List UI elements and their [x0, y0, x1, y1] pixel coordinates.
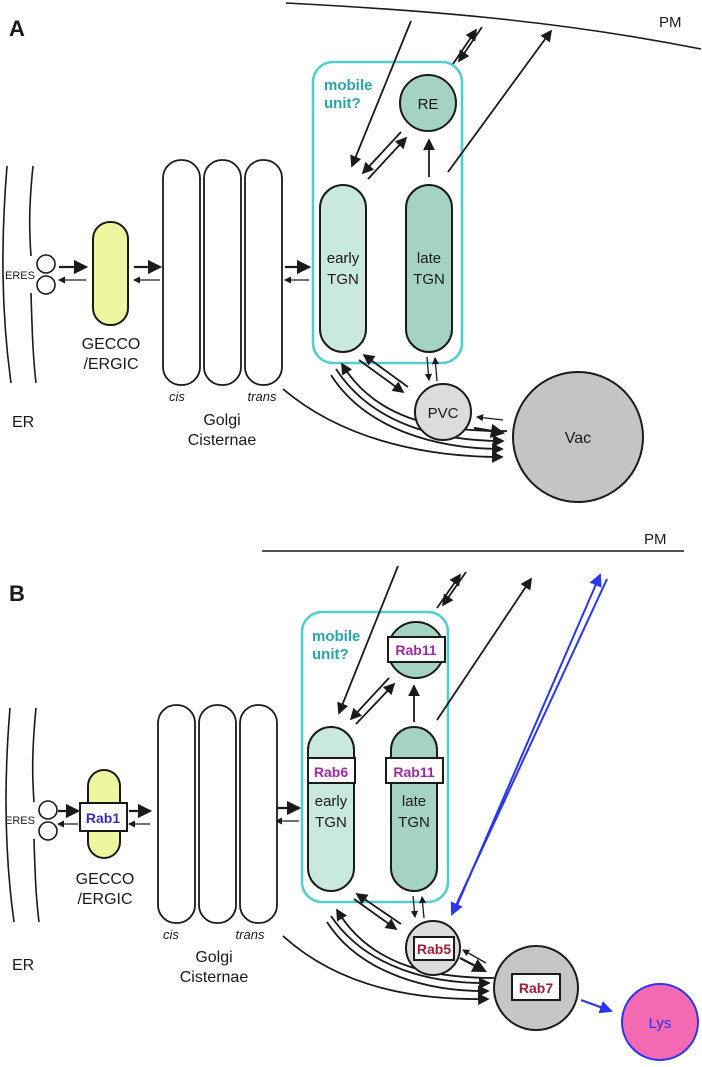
eres-bud — [36, 254, 56, 274]
pvc-label: PVC — [428, 405, 459, 422]
pm-to-early-tgn-arrow — [337, 565, 399, 715]
rab5-box — [413, 936, 455, 961]
late-tgn-label-1: late — [402, 793, 426, 810]
pm-to-early-tgn-arrow — [350, 20, 412, 168]
er-membrane — [2, 165, 56, 384]
rab1-label: Rab1 — [86, 810, 120, 826]
pvc-compartment — [414, 383, 472, 441]
er-label: ER — [12, 414, 34, 431]
early-tgn-rab5-arrows — [353, 893, 402, 931]
cis-label: cis — [169, 389, 185, 404]
eres-label: ERES — [5, 270, 35, 282]
late-tgn-pvc-arrows — [424, 356, 440, 382]
gecco-label-2: /ERGIC — [83, 356, 138, 373]
early-tgn-label-1: early — [327, 250, 360, 267]
late-tgn-to-pm-arrow — [436, 577, 532, 721]
panel-a-label: A — [9, 16, 25, 41]
er-label: ER — [12, 957, 34, 974]
panel-a: A PM ERES ER — [2, 2, 702, 503]
early-tgn-label-2: TGN — [327, 271, 359, 288]
rab7-label: Rab7 — [519, 980, 553, 996]
vac-compartment — [512, 371, 644, 503]
trans-label: trans — [248, 389, 277, 404]
mobile-unit-label-1: mobile — [324, 77, 372, 94]
golgi-label-1: Golgi — [195, 949, 232, 966]
mobile-unit-label-1: mobile — [312, 628, 360, 645]
late-tgn-compartment — [405, 184, 453, 353]
panel-b-label: B — [9, 581, 25, 606]
lys-label: Lys — [649, 1015, 672, 1032]
golgi-cisternae — [157, 704, 278, 924]
re-compartment — [399, 74, 457, 132]
gecco-label-1: GECCO — [76, 871, 135, 888]
gecco-label-2: /ERGIC — [77, 891, 132, 908]
tgn-rab7-curved-arrows — [282, 908, 495, 1006]
rab1-box — [79, 802, 128, 832]
re-pm-arrows — [452, 26, 483, 65]
eres-label: ERES — [5, 815, 35, 827]
mobile-unit-label-2: unit? — [312, 646, 349, 663]
rab6-label: Rab6 — [314, 764, 348, 780]
golgi-tgn-arrows — [283, 259, 312, 284]
plasma-membrane — [285, 2, 702, 50]
rab5-rab7-arrows — [459, 949, 487, 972]
early-tgn-re-arrows — [349, 677, 396, 725]
rab11-re-box — [387, 636, 446, 663]
eres-bud — [38, 800, 58, 820]
early-tgn-pvc-arrows — [358, 353, 409, 394]
pm-label: PM — [659, 14, 682, 31]
panel-b: B PM ERES ER — [5, 531, 699, 1061]
er-gecco-arrows — [57, 259, 89, 284]
eres-bud — [36, 275, 56, 295]
late-tgn-label-2: TGN — [413, 271, 445, 288]
gecco-golgi-arrows — [132, 259, 163, 284]
rab11-tgn-box — [385, 757, 444, 784]
re-label: RE — [418, 96, 439, 113]
rab1-golgi-arrows — [127, 803, 153, 828]
lys-compartment — [621, 983, 699, 1061]
early-tgn-label-1: early — [315, 793, 348, 810]
rab11-re-label: Rab11 — [395, 642, 436, 658]
early-tgn-label-2: TGN — [315, 814, 347, 831]
re-pm-arrows — [436, 571, 467, 609]
golgi-label-1: Golgi — [203, 412, 240, 429]
late-tgn-to-pm-arrow — [447, 29, 553, 173]
late-tgn-rab5-arrows — [410, 895, 427, 919]
rab7-to-lys-blue-arrow — [580, 999, 613, 1014]
late-tgn-label-1: late — [417, 250, 441, 267]
eres-bud — [38, 821, 58, 841]
late-tgn-label-2: TGN — [398, 814, 430, 831]
golgi-label-2: Cisternae — [188, 432, 257, 449]
tgn-vac-curved-arrows — [282, 362, 508, 463]
vac-label: Vac — [565, 430, 591, 447]
cis-label: cis — [163, 927, 179, 942]
mobile-unit-label-2: unit? — [324, 95, 361, 112]
trans-label: trans — [236, 927, 265, 942]
golgi-cisternae — [162, 159, 283, 386]
rab11-tgn-label: Rab11 — [393, 764, 434, 780]
er-rab1-arrows — [56, 803, 81, 828]
rab5-label: Rab5 — [417, 941, 451, 957]
early-tgn-compartment — [319, 184, 367, 353]
rab6-box — [307, 757, 356, 784]
gecco-ergic-compartment — [92, 221, 129, 326]
gecco-label-1: GECCO — [82, 336, 141, 353]
er-membrane — [5, 707, 58, 923]
rab7-box — [511, 973, 561, 1001]
golgi-label-2: Cisternae — [180, 969, 249, 986]
pm-label: PM — [644, 531, 667, 548]
early-tgn-re-arrows — [361, 131, 408, 180]
golgi-tgn-arrows — [274, 800, 302, 825]
pm-rab5-blue-arrows — [450, 573, 608, 916]
